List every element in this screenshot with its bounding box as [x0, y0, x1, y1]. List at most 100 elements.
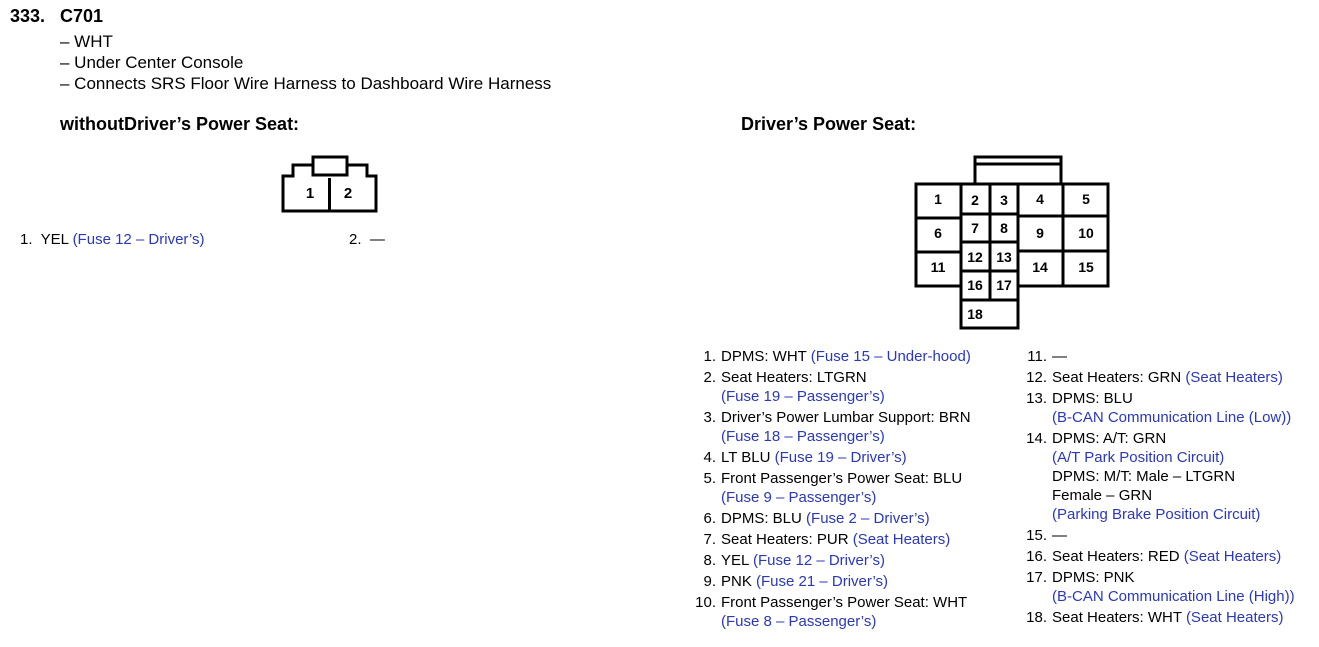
pin-wire-text: Front Passenger’s Power Seat: BLU — [721, 470, 963, 487]
section-title-power-seat: Driver’s Power Seat: — [741, 114, 917, 134]
pin-wire-text: — — [1052, 348, 1067, 365]
pin-list-item: 10. Front Passenger’s Power Seat: WHT (Fus… — [690, 593, 971, 631]
cavity-label-17: 17 — [996, 277, 1012, 293]
pin-wire-text: DPMS: BLU — [1052, 390, 1133, 407]
pin-circuit-note: (Fuse 19 – Passenger’s) — [721, 388, 885, 405]
pin-list-item: 12. Seat Heaters: GRN (Seat Heaters) — [1021, 368, 1295, 387]
pin-list-item: 17.DPMS: PNK(B-CAN Communication Line (H… — [1021, 568, 1295, 606]
two-pin-connector-diagram: 1 2 — [281, 155, 378, 213]
pin-circuit-note: (Fuse 9 – Passenger’s) — [721, 489, 877, 506]
pin-description-line: (B-CAN Communication Line (Low)) — [1052, 408, 1291, 427]
pin-description-line: Front Passenger’s Power Seat: WHT — [721, 593, 967, 612]
pin-circuit-note: (Fuse 18 – Passenger’s) — [721, 428, 885, 445]
pin-number: 16. — [1026, 548, 1047, 565]
left-pin-2: 2. — — [349, 230, 385, 249]
pin-wire-text: Front Passenger’s Power Seat: WHT — [721, 594, 968, 611]
pin-description-line: DPMS: A/T: GRN — [1052, 429, 1260, 448]
pin-circuit-note: (B-CAN Communication Line (Low)) — [1052, 409, 1292, 426]
pin-description-line: DPMS: BLU (Fuse 2 – Driver’s) — [721, 509, 930, 528]
cavity-label-12: 12 — [967, 249, 983, 265]
pin-list-column-1: 1.DPMS: WHT (Fuse 15 – Under-hood)2.Seat… — [690, 347, 971, 633]
pin-list-item: 5.Front Passenger’s Power Seat: BLU(Fuse… — [690, 469, 971, 507]
pin-number: 14. — [1026, 430, 1047, 447]
pin-description-line: (A/T Park Position Circuit) — [1052, 448, 1260, 467]
pin-description-line: — — [1052, 347, 1067, 366]
pin-list-item: 7.Seat Heaters: PUR (Seat Heaters) — [690, 530, 971, 549]
pin-list-item: 16. Seat Heaters: RED (Seat Heaters) — [1021, 547, 1295, 566]
pin-wire-text: DPMS: BLU — [721, 510, 807, 527]
cavity-label-4: 4 — [1036, 191, 1044, 207]
pin-list-item: 13.DPMS: BLU(B-CAN Communication Line (L… — [1021, 389, 1295, 427]
pin-list-item: 15.— — [1021, 526, 1295, 545]
cavity-label-8: 8 — [1000, 220, 1008, 236]
pin-description-line: Seat Heaters: WHT (Seat Heaters) — [1052, 608, 1283, 627]
pin-description-line: (Fuse 9 – Passenger’s) — [721, 488, 962, 507]
cavity-label-5: 5 — [1082, 191, 1090, 207]
pin-description-line: DPMS: BLU — [1052, 389, 1291, 408]
pin-description-line: Female – GRN — [1052, 486, 1260, 505]
pin-wire-text: DPMS: M/T: Male – LTGRN — [1052, 468, 1236, 485]
pin-description: — — [1052, 347, 1067, 366]
pin-wire-text: DPMS: PNK — [1052, 569, 1135, 586]
pin-number: 18. — [1026, 609, 1047, 626]
pin-number: 10. — [695, 594, 716, 611]
pin-list-item: 9.PNK (Fuse 21 – Driver’s) — [690, 572, 971, 591]
pin-description: Seat Heaters: LTGRN(Fuse 19 – Passenger’… — [721, 368, 885, 406]
cavity-label-3: 3 — [1000, 192, 1008, 208]
pin-wire-text: Female – GRN — [1052, 487, 1153, 504]
pin-list-item: 4. LT BLU (Fuse 19 – Driver’s) — [690, 448, 971, 467]
detail-connects: – Connects SRS Floor Wire Harness to Das… — [60, 74, 552, 93]
pin-list-item: 8.YEL (Fuse 12 – Driver’s) — [690, 551, 971, 570]
cavity-label-16: 16 — [967, 277, 983, 293]
pin-description-line: (Fuse 19 – Passenger’s) — [721, 387, 885, 406]
pin-description-line: DPMS: PNK — [1052, 568, 1295, 587]
pin-description: DPMS: BLU (B-CAN Communication Line (Low)… — [1052, 389, 1291, 427]
pin-list-column-2: 11.—12.Seat Heaters: GRN (Seat Heaters)1… — [1021, 347, 1295, 629]
pin-description: DPMS: WHT (Fuse 15 – Under-hood) — [721, 347, 971, 366]
cavity-label-1: 1 — [306, 185, 314, 202]
cavity-label-14: 14 — [1032, 259, 1048, 275]
pin-description: Driver’s Power Lumbar Support: BRN(Fuse … — [721, 408, 971, 446]
pin-description-line: (Fuse 8 – Passenger’s) — [721, 612, 967, 631]
pin-circuit-note: (Fuse 12 – Driver’s) — [752, 552, 885, 569]
pin-description-line: Seat Heaters: GRN (Seat Heaters) — [1052, 368, 1283, 387]
cavity-label-2: 2 — [344, 185, 352, 202]
cavity-label-9: 9 — [1036, 225, 1044, 241]
pin-wire-text: Seat Heaters: PUR — [721, 531, 853, 548]
pin-description: — — [1052, 526, 1067, 545]
pin-number: 1. — [20, 231, 33, 248]
cavity-label-15: 15 — [1078, 259, 1094, 275]
pin-number: 7. — [703, 531, 716, 548]
pin-description-line: Seat Heaters: RED (Seat Heaters) — [1052, 547, 1281, 566]
pin-description-line: DPMS: WHT (Fuse 15 – Under-hood) — [721, 347, 971, 366]
pin-number: 2. — [349, 231, 362, 248]
cavity-label-6: 6 — [934, 225, 942, 241]
pin-circuit-note: (Fuse 8 – Passenger’s) — [721, 613, 877, 630]
pin-description: Seat Heaters: GRN (Seat Heaters) — [1052, 368, 1283, 387]
cavity-label-1: 1 — [934, 191, 942, 207]
pin-circuit-note: (Fuse 2 – Driver’s) — [806, 510, 930, 527]
pin-description-line: — — [1052, 526, 1067, 545]
pin-circuit-note: (Seat Heaters) — [1185, 369, 1283, 386]
pin-circuit-note: (A/T Park Position Circuit) — [1052, 449, 1225, 466]
left-pin-1: 1. YEL (Fuse 12 – Driver’s) — [20, 230, 205, 249]
entry-number: 333. — [10, 6, 46, 26]
cavity-label-18: 18 — [967, 306, 983, 322]
pin-number: 12. — [1026, 369, 1047, 386]
pin-description: DPMS: BLU (Fuse 2 – Driver’s) — [721, 509, 930, 528]
pin-wire: — — [369, 231, 385, 248]
eighteen-pin-connector-diagram: 1 2 3 4 5 6 7 8 9 10 11 12 13 14 15 16 1… — [914, 155, 1110, 330]
pin-wire-text: Seat Heaters: WHT — [1052, 609, 1186, 626]
pin-description-line: DPMS: M/T: Male – LTGRN — [1052, 467, 1260, 486]
pin-number: 4. — [703, 449, 716, 466]
pin-list-item: 11. — — [1021, 347, 1295, 366]
pin-description-line: LT BLU (Fuse 19 – Driver’s) — [721, 448, 907, 467]
connector-latch — [973, 155, 1063, 184]
pin-number: 17. — [1026, 569, 1047, 586]
pin-wire-text: PNK — [721, 573, 757, 590]
pin-description: Seat Heaters: RED (Seat Heaters) — [1052, 547, 1281, 566]
pin-description: YEL (Fuse 12 – Driver’s) — [721, 551, 885, 570]
pin-list-item: 2.Seat Heaters: LTGRN(Fuse 19 – Passenge… — [690, 368, 971, 406]
pin-number: 11. — [1027, 348, 1047, 365]
pin-circuit-note: (Fuse 21 – Driver’s) — [756, 573, 888, 590]
